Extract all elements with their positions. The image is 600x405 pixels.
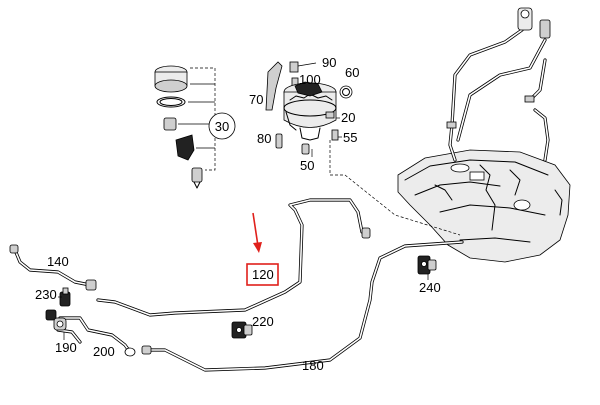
callout-90: 90 <box>322 55 336 70</box>
callout-120: 120 <box>252 267 274 282</box>
callout-240: 240 <box>419 280 441 295</box>
highlight-annotation <box>246 212 279 286</box>
clip-230[interactable] <box>59 287 71 307</box>
callout-200: 200 <box>93 344 115 359</box>
callout-60: 60 <box>345 65 359 80</box>
fuel-line-180[interactable] <box>141 240 464 372</box>
callout-190: 190 <box>55 340 77 355</box>
part-30-kit[interactable] <box>154 65 216 189</box>
clip-220[interactable] <box>231 321 253 339</box>
filler-neck-pipes[interactable] <box>446 7 551 162</box>
fuel-line-200[interactable] <box>56 316 136 357</box>
callout-140: 140 <box>47 254 69 269</box>
fuel-filter-assembly[interactable] <box>265 61 353 155</box>
fuel-line-120[interactable] <box>96 198 371 317</box>
callout-30: 30 <box>215 119 229 134</box>
callout-70: 70 <box>249 92 263 107</box>
red-highlight-box <box>246 263 279 286</box>
fuel-tank[interactable] <box>397 149 571 263</box>
dash-link-filter <box>329 140 461 236</box>
callout-180: 180 <box>302 358 324 373</box>
callout-80: 80 <box>257 131 271 146</box>
red-arrow-head <box>253 242 262 253</box>
fuel-line-140[interactable] <box>9 244 97 291</box>
clip-240[interactable] <box>417 255 437 275</box>
callout-30-circle <box>208 112 236 140</box>
callout-20: 20 <box>341 110 355 125</box>
callout-50: 50 <box>300 158 314 173</box>
connector-190[interactable] <box>45 309 67 331</box>
callout-230: 230 <box>35 287 57 302</box>
callout-100: 100 <box>299 72 321 87</box>
red-arrow-shaft <box>252 212 259 247</box>
leader-90 <box>297 62 317 67</box>
callout-220: 220 <box>252 314 274 329</box>
callout-55: 55 <box>343 130 357 145</box>
